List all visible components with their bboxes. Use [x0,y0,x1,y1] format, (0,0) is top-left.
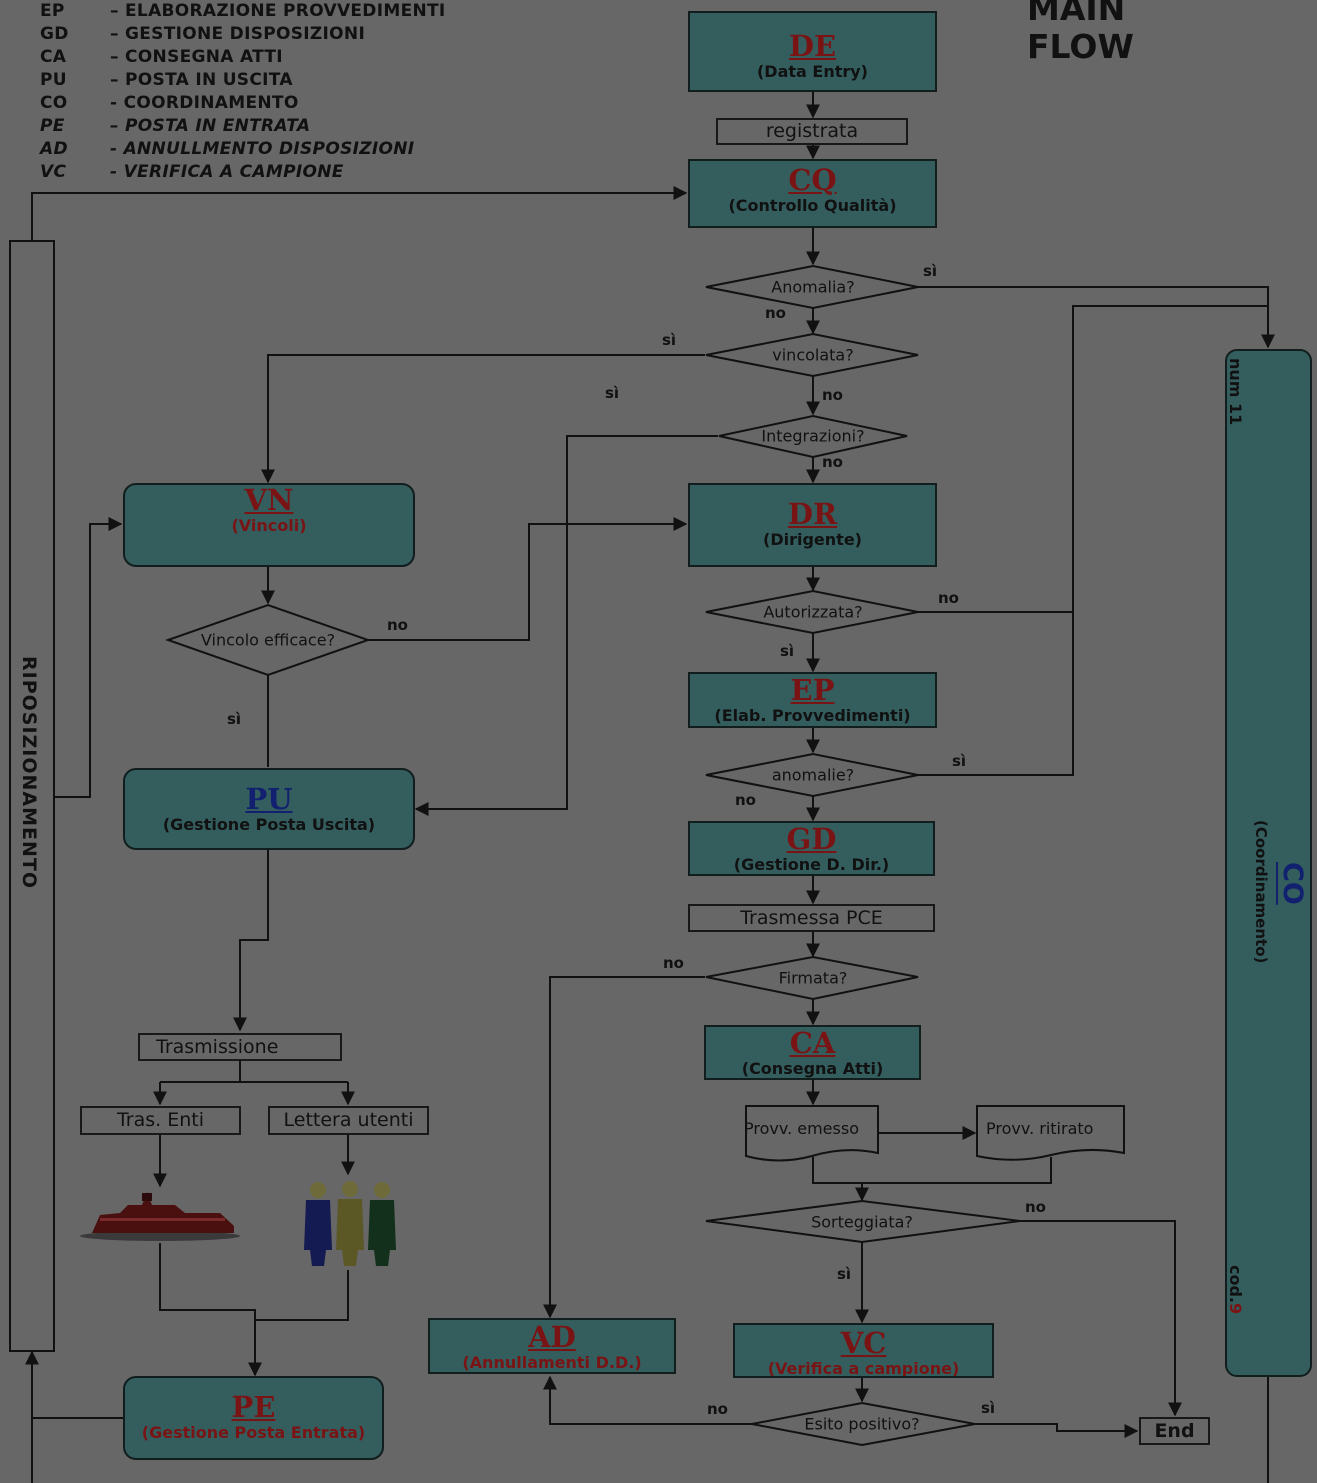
label-trasmissione: Trasmissione [138,1033,342,1061]
node-pu: PU(Gestione Posta Uscita) [123,768,415,850]
node-de: DE(Data Entry) [688,11,937,92]
node-gd: GD(Gestione D. Dir.) [688,821,935,876]
edge-anomalie-co [918,612,1074,776]
edge-integrazioni-pu [414,435,718,816]
building-icon [80,1192,240,1241]
node-dr: DR(Dirigente) [688,483,937,567]
answer-no: no [938,589,959,607]
edge-pu-trasmissione [233,850,269,1032]
decision-efficace-shape [164,603,372,677]
decision-firmata-shape [705,955,919,1001]
decision-vincolata: vincolata? [772,345,854,365]
legend-row: PE– POSTA IN ENTRATA [40,116,311,136]
legend-row: VC- VERIFICA A CAMPIONE [40,162,344,182]
riposizionamento-bar [9,240,55,1352]
legend-row: AD- ANNULLMENTO DISPOSIZIONI [40,139,415,159]
answer-yes: sì [780,642,795,660]
decision-anomalie-shape [705,752,919,798]
answer-no: no [387,616,408,634]
answer-no: no [765,304,786,322]
answer-yes: sì [227,710,242,728]
answer-no: no [822,453,843,471]
answer-yes: sì [662,331,677,349]
decision-autorizzata-shape [705,589,919,635]
answer-no: no [822,386,843,404]
decision-firmata: Firmata? [778,968,848,988]
decision-vincolo-efficace: Vincolo efficace? [200,630,336,650]
co-sub: (Coordinamento) [1252,820,1270,964]
legend-row: EP– ELABORAZIONE PROVVEDIMENTI [40,1,446,21]
edge-trasmissione-split [160,1061,348,1083]
edge-people-pe [255,1270,349,1321]
provv-emesso-shape [745,1105,879,1162]
provv-ritirato-shape [976,1105,1125,1161]
decision-anomalie: anomalie? [771,765,855,785]
answer-yes: sì [923,262,938,280]
node-ad: AD(Annullamenti D.D.) [428,1318,676,1374]
edge-autorizzata-co [918,305,1268,613]
co-num: num 11 [1226,358,1245,426]
decision-anomalia: Anomalia? [771,277,855,297]
decision-vincolata-shape [705,332,919,378]
edge-anomalia-co [918,286,1275,349]
edge-pe-riposizionamento [32,1352,123,1483]
doc-provv-emesso: Provv. emesso [744,1119,859,1138]
label-trasmessa-pce: Trasmessa PCE [688,904,935,932]
node-ca: CA(Consegna Atti) [704,1025,921,1080]
answer-no: no [663,954,684,972]
decision-sorteggiata-shape [705,1199,1021,1244]
node-vn: VN(Vincoli) [123,483,415,567]
decision-esito-shape [751,1401,976,1447]
legend-row: GD– GESTIONE DISPOSIZIONI [40,24,366,44]
answer-yes: sì [837,1265,852,1283]
decision-integrazioni: Integrazioni? [761,426,865,446]
answer-no: no [707,1400,728,1418]
edge-vincolata-vn [261,354,705,484]
edge-riposizionamento-cq [31,186,688,240]
decision-anomalia-shape [705,264,919,310]
answer-yes: sì [605,384,620,402]
edge-building-pe [159,1243,262,1377]
decision-sorteggiata: Sorteggiata? [811,1212,913,1232]
flow-title: MAIN FLOW [1027,0,1134,66]
edge-riposizionamento-vn [55,517,123,798]
node-co-coordinamento [1225,349,1312,1377]
people-icon [304,1181,396,1266]
edge-efficace-dr [368,517,688,641]
edge-esito-end [975,1423,1139,1438]
answer-no: no [1025,1198,1046,1216]
answer-no: no [735,791,756,809]
node-pe: PE(Gestione Posta Entrata) [123,1376,384,1460]
legend: EP– ELABORAZIONE PROVVEDIMENTI GD– GESTI… [40,0,446,184]
decision-esito-positivo: Esito positivo? [804,1414,920,1434]
end-node: End [1139,1417,1210,1445]
decision-integrazioni-shape [718,414,908,459]
answer-yes: sì [952,752,967,770]
label-lettera-utenti: Lettera utenti [268,1106,429,1135]
label-tras-enti: Tras. Enti [80,1106,241,1135]
node-cq: CQ(Controllo Qualità) [688,159,937,228]
node-vc: VC(Verifica a campione) [733,1323,994,1378]
co-cod: cod.9 [1226,1265,1245,1315]
edge-provv-merge [812,1157,1052,1184]
co-code: CO [1277,862,1308,905]
node-ep: EP(Elab. Provvedimenti) [688,672,937,728]
decision-autorizzata: Autorizzata? [763,602,863,622]
legend-row: PU– POSTA IN USCITA [40,70,293,90]
legend-row: CO- COORDINAMENTO [40,93,299,113]
edge-esito-ad [543,1375,752,1425]
answer-yes: sì [981,1399,996,1417]
legend-row: CA– CONSEGNA ATTI [40,47,283,67]
riposizionamento-label: RIPOSIZIONAMENTO [18,656,40,890]
doc-provv-ritirato: Provv. ritirato [986,1119,1094,1138]
edge-sorteggiata-end [1020,1220,1182,1417]
label-registrata: registrata [716,118,908,145]
edge-firmata-ad [543,976,705,1319]
